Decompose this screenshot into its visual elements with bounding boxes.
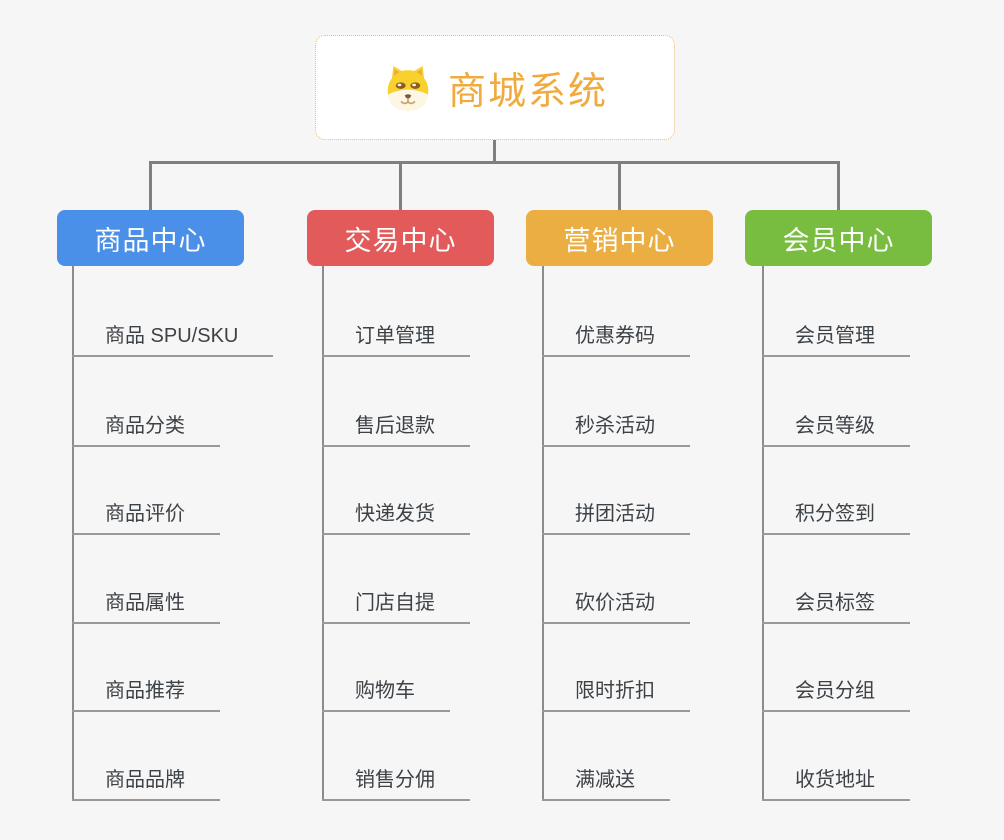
connector-drop-3 bbox=[618, 163, 621, 210]
leaf-node[interactable]: 秒杀活动 bbox=[542, 413, 690, 447]
branch-node-product-center[interactable]: 商品中心 bbox=[57, 210, 244, 266]
root-title: 商城系统 bbox=[447, 71, 608, 113]
leaf-node[interactable]: 商品属性 bbox=[72, 590, 220, 624]
leaf-node[interactable]: 积分签到 bbox=[762, 501, 910, 535]
leaf-node[interactable]: 销售分佣 bbox=[322, 767, 470, 801]
leaf-node[interactable]: 砍价活动 bbox=[542, 590, 690, 624]
connector-drop-1 bbox=[149, 163, 152, 210]
dog-face-icon bbox=[387, 65, 429, 111]
leaf-node[interactable]: 门店自提 bbox=[322, 590, 470, 624]
connector-root-stub bbox=[493, 140, 496, 162]
leaf-node[interactable]: 商品推荐 bbox=[72, 678, 220, 712]
leaf-node[interactable]: 拼团活动 bbox=[542, 501, 690, 535]
leaf-node[interactable]: 会员标签 bbox=[762, 590, 910, 624]
leaf-node[interactable]: 收货地址 bbox=[762, 767, 910, 801]
leaf-node[interactable]: 购物车 bbox=[322, 678, 450, 712]
leaf-node[interactable]: 商品 SPU/SKU bbox=[72, 323, 274, 357]
connector-drop-2 bbox=[399, 163, 402, 210]
leaf-node[interactable]: 限时折扣 bbox=[542, 678, 690, 712]
leaf-node[interactable]: 商品评价 bbox=[72, 501, 220, 535]
root-node[interactable]: 商城系统 bbox=[315, 35, 675, 140]
branch-node-marketing-center[interactable]: 营销中心 bbox=[526, 210, 713, 266]
leaf-node[interactable]: 售后退款 bbox=[322, 413, 470, 447]
leaf-node[interactable]: 快递发货 bbox=[322, 501, 470, 535]
leaf-node[interactable]: 优惠券码 bbox=[542, 323, 690, 357]
leaf-node[interactable]: 商品品牌 bbox=[72, 767, 220, 801]
connector-horizontal-bar bbox=[149, 161, 840, 164]
connector-drop-4 bbox=[837, 163, 840, 210]
leaf-node[interactable]: 会员管理 bbox=[762, 323, 910, 357]
leaf-node[interactable]: 会员分组 bbox=[762, 678, 910, 712]
leaf-node[interactable]: 会员等级 bbox=[762, 413, 910, 447]
leaf-node[interactable]: 商品分类 bbox=[72, 413, 220, 447]
branch-node-trade-center[interactable]: 交易中心 bbox=[307, 210, 494, 266]
branch-node-member-center[interactable]: 会员中心 bbox=[745, 210, 932, 266]
leaf-node[interactable]: 订单管理 bbox=[322, 323, 470, 357]
leaf-node[interactable]: 满减送 bbox=[542, 767, 670, 801]
